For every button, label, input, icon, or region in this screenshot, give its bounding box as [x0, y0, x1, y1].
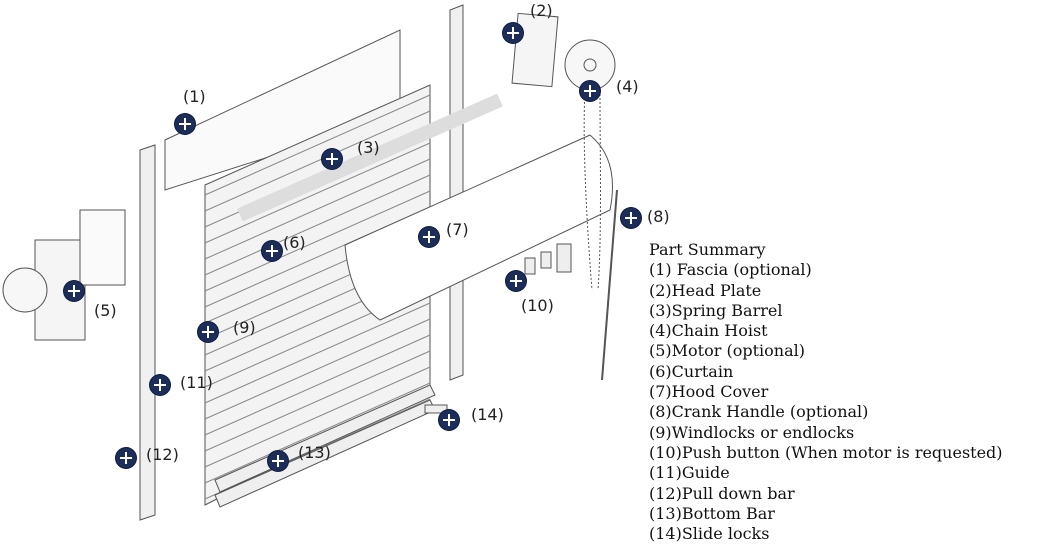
- curtain-slat: [204, 142, 431, 244]
- hotspot-chain-hoist[interactable]: [580, 81, 600, 101]
- part-summary-title: Part Summary: [649, 240, 766, 259]
- hotspot-spring-barrel[interactable]: [322, 149, 342, 169]
- hood-cover: [344, 134, 613, 321]
- curtain-slat: [204, 334, 431, 436]
- curtain-slat: [204, 190, 431, 292]
- callout-11: (11): [180, 373, 213, 392]
- hotspot-crank-handle[interactable]: [621, 208, 641, 228]
- hotspot-fascia[interactable]: [175, 114, 195, 134]
- slide-lock: [424, 404, 448, 414]
- hotspot-motor[interactable]: [64, 281, 84, 301]
- callout-10: (10): [521, 296, 554, 315]
- hotspot-curtain[interactable]: [262, 241, 282, 261]
- curtain-slat: [204, 318, 431, 420]
- guide-left: [139, 144, 156, 521]
- motor-wheel: [2, 267, 48, 313]
- summary-item-slide-locks: (14)Slide locks: [649, 524, 770, 544]
- hotspot-push-button[interactable]: [506, 271, 526, 291]
- summary-item-spring-barrel: (3)Spring Barrel: [649, 300, 783, 320]
- callout-14: (14): [471, 405, 504, 424]
- curtain-slat: [204, 302, 431, 404]
- summary-item-guide: (11)Guide: [649, 463, 730, 483]
- summary-item-bottom-bar: (13)Bottom Bar: [649, 503, 775, 523]
- callout-6: (6): [283, 233, 306, 252]
- callout-4: (4): [616, 77, 639, 96]
- summary-item-motor: (5)Motor (optional): [649, 341, 805, 361]
- curtain-slat: [204, 94, 431, 196]
- callout-13: (13): [298, 443, 331, 462]
- summary-item-curtain: (6)Curtain: [649, 361, 734, 381]
- curtain-slat: [204, 366, 431, 468]
- spring-barrel: [237, 93, 503, 222]
- hotspot-bottom-bar[interactable]: [268, 451, 288, 471]
- callout-7: (7): [446, 220, 469, 239]
- part-summary: Part Summary (1) Fascia (optional) (2)He…: [649, 240, 1003, 544]
- callout-8: (8): [647, 207, 670, 226]
- summary-item-crank-handle: (8)Crank Handle (optional): [649, 402, 869, 422]
- hotspot-slide-locks[interactable]: [439, 410, 459, 430]
- summary-item-chain-hoist: (4)Chain Hoist: [649, 321, 768, 341]
- callout-3: (3): [357, 138, 380, 157]
- hotspot-head-plate[interactable]: [503, 23, 523, 43]
- curtain-slat: [204, 110, 431, 212]
- callout-2: (2): [530, 1, 553, 20]
- head-plate: [511, 12, 559, 88]
- callout-5: (5): [94, 301, 117, 320]
- callout-12: (12): [146, 445, 179, 464]
- summary-item-fascia: (1) Fascia (optional): [649, 260, 812, 280]
- push-button-2: [540, 251, 552, 269]
- hotspot-guide[interactable]: [150, 375, 170, 395]
- summary-item-push-button: (10)Push button (When motor is requested…: [649, 442, 1003, 462]
- hotspot-hood-cover[interactable]: [419, 227, 439, 247]
- callout-1: (1): [183, 87, 206, 106]
- push-button-3: [556, 243, 572, 273]
- hotspot-pull-down-bar[interactable]: [116, 448, 136, 468]
- motor-plate: [79, 209, 126, 286]
- crank-handle: [601, 189, 618, 381]
- summary-item-hood-cover: (7)Hood Cover: [649, 382, 769, 402]
- push-button-1: [524, 257, 536, 275]
- curtain-slat: [204, 350, 431, 452]
- callout-9: (9): [233, 318, 256, 337]
- hotspot-windlocks[interactable]: [198, 322, 218, 342]
- curtain-slat: [204, 174, 431, 276]
- curtain-slat: [204, 382, 431, 484]
- summary-item-head-plate: (2)Head Plate: [649, 280, 762, 300]
- curtain-slat: [204, 158, 431, 260]
- summary-item-pull-down-bar: (12)Pull down bar: [649, 483, 795, 503]
- summary-item-windlocks: (9)Windlocks or endlocks: [649, 422, 855, 442]
